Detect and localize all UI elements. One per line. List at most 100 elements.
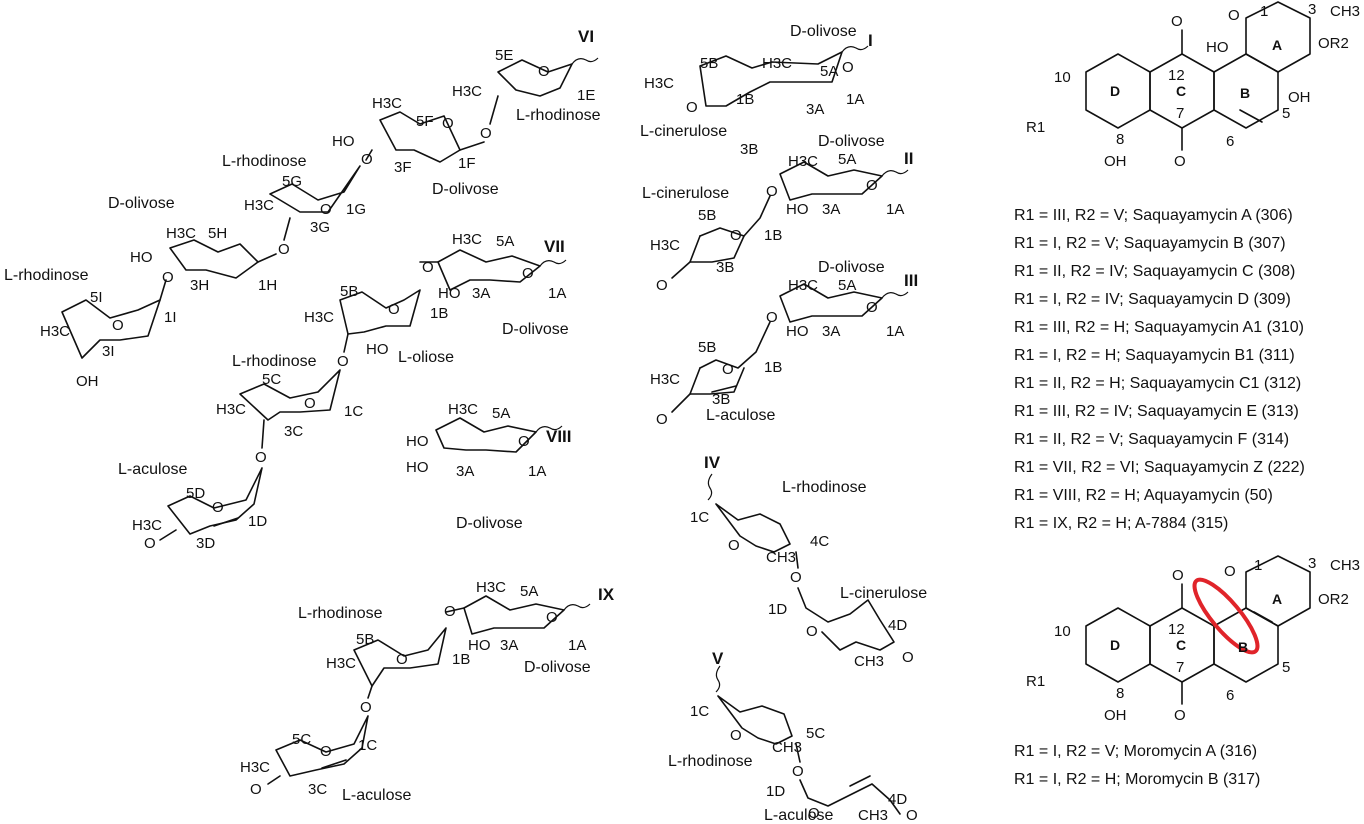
atom-label: 3C [284, 423, 303, 440]
atom-label: OH [1104, 153, 1127, 170]
sugar-name: D-olivose [818, 133, 885, 150]
atom-label: O [337, 353, 349, 370]
ring-label: C [1176, 83, 1186, 99]
fragment-iv: IV L-rhodinose 1C O CH3 4C O L-cinerulos… [690, 453, 927, 670]
atom-label: O [480, 125, 492, 142]
aglycone-core-top: O O 1 3 CH3 OR2 HO 12 10 D C A B OH 5 7 … [1026, 1, 1360, 170]
aglycone-core-bottom: O O 1 3 CH3 OR2 12 A 10 D C B 5 R1 7 8 6… [1026, 555, 1360, 724]
fragment-ii: II D-olivose H3C 5A O HO 3A 1A L-cinerul… [642, 133, 913, 294]
atom-label: HO [438, 285, 461, 302]
atom-label: 5B [698, 207, 716, 224]
atom-label: 1A [886, 201, 904, 218]
sugar-name: D-olivose [502, 321, 569, 338]
sugar-name: D-olivose [432, 181, 499, 198]
legend-entry: R1 = II, R2 = H; Saquayamycin C1 (312) [1014, 375, 1301, 392]
atom-label: O [212, 499, 224, 516]
atom-label: 3I [102, 343, 115, 360]
atom-label: O [656, 411, 668, 428]
atom-label: 1B [764, 359, 782, 376]
atom-label: HO [468, 637, 491, 654]
atom-label: 3A [472, 285, 490, 302]
atom-label: H3C [326, 655, 356, 672]
atom-label: O [320, 201, 332, 218]
ring-label: D [1110, 83, 1120, 99]
legend-entry: R1 = I, R2 = H; Saquayamycin B1 (311) [1014, 347, 1295, 364]
atom-label: 3B [712, 391, 730, 408]
sugar-name: L-rhodinose [232, 353, 317, 370]
atom-label: O [442, 115, 454, 132]
sugar-name: D-olivose [108, 195, 175, 212]
sugar-name: D-olivose [818, 259, 885, 276]
atom-label: 3A [822, 323, 840, 340]
sugar-name: L-rhodinose [298, 605, 383, 622]
atom-label: 5A [496, 233, 514, 250]
atom-label: 1H [258, 277, 277, 294]
atom-label: H3C [476, 579, 506, 596]
atom-label: 5B [356, 631, 374, 648]
atom-label: O [790, 569, 802, 586]
atom-label: CH3 [766, 549, 796, 566]
atom-label: 6 [1226, 133, 1234, 150]
sugar-name: L-aculose [706, 407, 775, 424]
atom-label: 6 [1226, 687, 1234, 704]
atom-label: 1I [164, 309, 177, 326]
atom-label: H3C [452, 231, 482, 248]
atom-label: 5H [208, 225, 227, 242]
atom-label: O [255, 449, 267, 466]
atom-label: H3C [762, 55, 792, 72]
atom-label: H3C [216, 401, 246, 418]
atom-label: O [422, 259, 434, 276]
atom-label: 3G [310, 219, 330, 236]
atom-label: H3C [240, 759, 270, 776]
fragment-ix: IX H3C 5A O HO 3A 1A D-olivose O L-rhodi… [240, 579, 615, 804]
atom-label: H3C [650, 371, 680, 388]
atom-label: O [522, 265, 534, 282]
atom-label: 3A [822, 201, 840, 218]
atom-label: O [1228, 7, 1240, 24]
atom-label: O [656, 277, 668, 294]
ring-label: B [1238, 639, 1248, 655]
atom-label: 4D [888, 791, 907, 808]
legend-entry: R1 = II, R2 = IV; Saquayamycin C (308) [1014, 263, 1295, 280]
atom-label: 1G [346, 201, 366, 218]
atom-label: 5B [700, 55, 718, 72]
atom-label: 1 [1260, 3, 1268, 20]
atom-label: 5A [820, 63, 838, 80]
legend-entry: R1 = II, R2 = V; Saquayamycin F (314) [1014, 431, 1289, 448]
atom-label: HO [406, 433, 429, 450]
atom-label: 3A [500, 637, 518, 654]
sugar-name: D-olivose [790, 23, 857, 40]
atom-label: H3C [788, 277, 818, 294]
legend-entry: R1 = VIII, R2 = H; Aquayamycin (50) [1014, 487, 1273, 504]
atom-label: H3C [132, 517, 162, 534]
atom-label: 5F [416, 113, 434, 130]
atom-label: CH3 [1330, 3, 1360, 20]
fragment-label-vi: VI [578, 27, 594, 46]
atom-label: 1A [528, 463, 546, 480]
atom-label: O [320, 743, 332, 760]
fragment-viii: VIII H3C 5A O HO HO 3A 1A D-olivose [406, 401, 572, 532]
fragment-label-vii: VII [544, 237, 565, 256]
atom-label: 3B [740, 141, 758, 158]
atom-label: 1D [248, 513, 267, 530]
sugar-name: D-olivose [524, 659, 591, 676]
fragment-label-iii: III [904, 271, 918, 290]
atom-label: 3F [394, 159, 412, 176]
fragment-label-ix: IX [598, 585, 615, 604]
atom-label: O [1171, 13, 1183, 30]
sugar-name: L-aculose [342, 787, 411, 804]
fragment-vi: VI 5E O 1E H3C L-rhodinose O H3C 5F HO O… [4, 27, 601, 390]
atom-label: H3C [166, 225, 196, 242]
legend-entry: R1 = I, R2 = V; Moromycin A (316) [1014, 743, 1257, 760]
atom-label: O [361, 151, 373, 168]
atom-label: 4C [810, 533, 829, 550]
atom-label: 12 [1168, 621, 1185, 638]
atom-label: O [792, 763, 804, 780]
atom-label: 5A [520, 583, 538, 600]
atom-label: O [360, 699, 372, 716]
legend-entry: R1 = III, R2 = V; Saquayamycin A (306) [1014, 207, 1293, 224]
atom-label: HO [130, 249, 153, 266]
atom-label: 3C [308, 781, 327, 798]
atom-label: 7 [1176, 105, 1184, 122]
atom-label: O [866, 177, 878, 194]
